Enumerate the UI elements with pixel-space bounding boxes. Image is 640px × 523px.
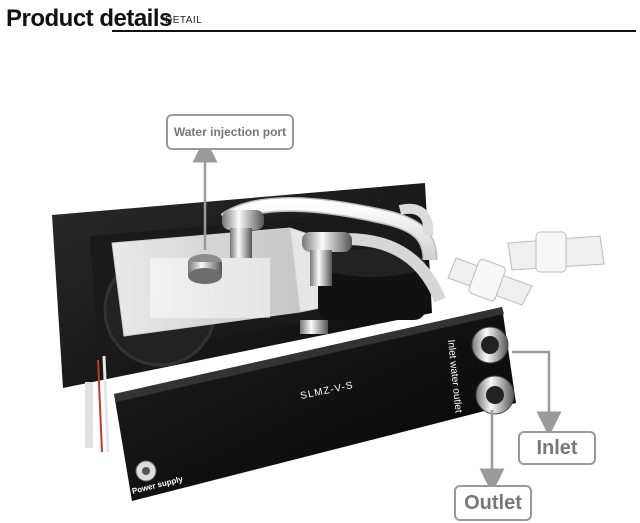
front-panel [114, 307, 516, 501]
water-injection-port-callout: Water injection port [166, 114, 294, 150]
fitting-1 [222, 210, 264, 230]
outlet-callout: Outlet [454, 485, 532, 521]
header-divider [112, 30, 636, 32]
quick-connectors [447, 231, 605, 306]
fitting-2 [302, 232, 352, 252]
inlet-callout: Inlet [518, 431, 596, 465]
inlet-arrow [512, 350, 562, 437]
outlet-port-fitting [475, 375, 515, 415]
page-subtitle: DETAIL [165, 15, 203, 26]
page-title: Product details [6, 5, 172, 32]
pump [318, 262, 426, 320]
inlet-port-fitting [471, 326, 509, 364]
power-socket [135, 460, 157, 482]
